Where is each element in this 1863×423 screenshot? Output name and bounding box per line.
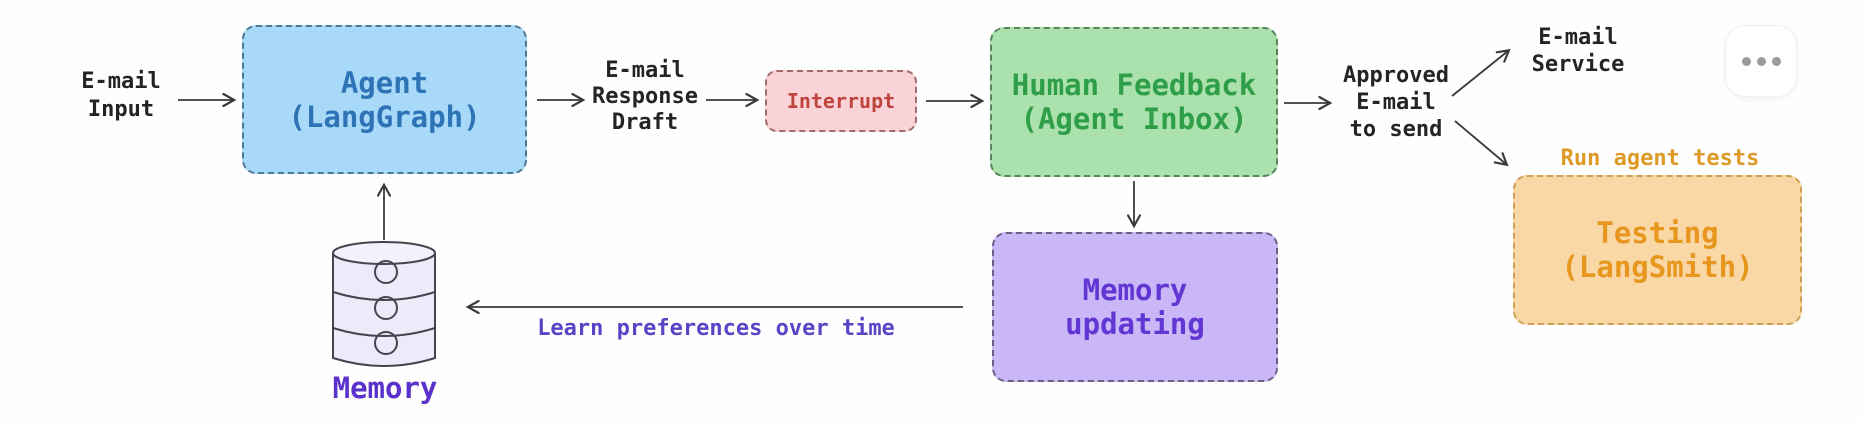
- ellipsis-icon: [1756, 56, 1766, 66]
- memory-store-label: Memory: [332, 371, 438, 405]
- email-input-label: E-mail Input: [81, 69, 161, 122]
- approved-email-label: Approved E-mail to send: [1343, 63, 1449, 142]
- human-feedback-label: Human Feedback (Agent Inbox): [1011, 68, 1257, 136]
- memory-updating-node: Memory updating: [992, 232, 1278, 382]
- email-service-label: E-mail Service: [1531, 25, 1625, 77]
- interrupt-node: Interrupt: [765, 70, 917, 132]
- testing-langsmith-node: Testing (LangSmith): [1513, 175, 1802, 325]
- human-feedback-node: Human Feedback (Agent Inbox): [990, 27, 1278, 177]
- email-response-draft-label: E-mail Response Draft: [592, 58, 698, 135]
- more-options-button[interactable]: [1725, 25, 1797, 97]
- run-agent-tests-label: Run agent tests: [1560, 146, 1760, 171]
- agent-langgraph-label: Agent (LangGraph): [288, 65, 481, 134]
- ellipsis-icon: [1771, 56, 1781, 66]
- memory-updating-label: Memory updating: [1065, 273, 1205, 341]
- interrupt-label: Interrupt: [786, 89, 896, 113]
- ellipsis-icon: [1741, 56, 1751, 66]
- memory-database-icon: [332, 241, 436, 367]
- learn-preferences-label: Learn preferences over time: [537, 316, 895, 341]
- testing-langsmith-label: Testing (LangSmith): [1561, 216, 1754, 284]
- agent-langgraph-node: Agent (LangGraph): [242, 25, 527, 174]
